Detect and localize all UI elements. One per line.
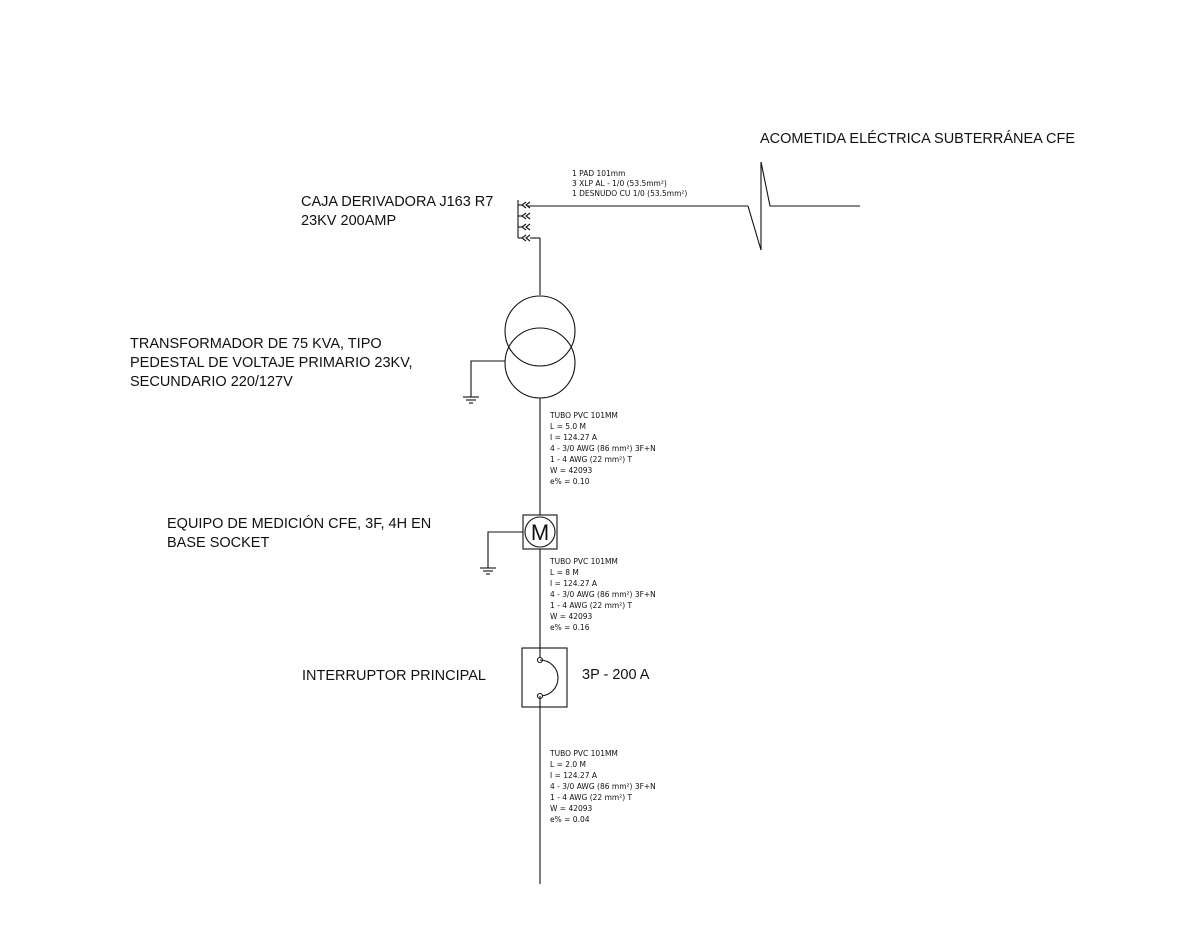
cable-spec-line: 3 XLP AL - 1/0 (53.5mm²) <box>572 179 667 188</box>
tramo-spec-line: e% = 0.16 <box>550 623 590 632</box>
acometida-label: ACOMETIDA ELÉCTRICA SUBTERRÁNEA CFE <box>760 130 1075 147</box>
tramo-spec-line: I = 124.27 A <box>550 433 598 442</box>
tramo-spec-line: I = 124.27 A <box>550 771 598 780</box>
tramo-spec-line: 4 - 3/0 AWG (86 mm²) 3F+N <box>550 590 656 599</box>
caja-derivadora-label-2: 23KV 200AMP <box>301 213 396 229</box>
tramo-spec-line: L = 5.0 M <box>550 422 586 431</box>
tramo-spec-line: 4 - 3/0 AWG (86 mm²) 3F+N <box>550 444 656 453</box>
tramo-spec-line: W = 42093 <box>550 466 593 475</box>
tramo-spec-line: 1 - 4 AWG (22 mm²) T <box>550 455 633 464</box>
transformador-label-2: PEDESTAL DE VOLTAJE PRIMARIO 23KV, <box>130 355 413 371</box>
cable-spec-line: 1 PAD 101mm <box>572 169 625 178</box>
medicion-label-1: EQUIPO DE MEDICIÓN CFE, 3F, 4H EN <box>167 515 431 532</box>
breaker-symbol <box>521 647 568 708</box>
tramo-spec-line: TUBO PVC 101MM <box>549 749 618 758</box>
tramo-1-spec: TUBO PVC 101MM L = 5.0 M I = 124.27 A 4 … <box>549 411 656 486</box>
tramo-spec-line: e% = 0.04 <box>550 815 590 824</box>
medicion-label-2: BASE SOCKET <box>167 535 269 551</box>
meter-letter: M <box>531 520 549 545</box>
transformer-ground-icon <box>463 360 505 404</box>
service-break-symbol <box>747 161 860 251</box>
tramo-spec-line: e% = 0.10 <box>550 477 590 486</box>
meter-ground-icon <box>480 531 523 575</box>
cable-spec-line: 1 DESNUDO CU 1/0 (53.5mm²) <box>572 189 687 198</box>
tramo-spec-line: TUBO PVC 101MM <box>549 557 618 566</box>
tramo-spec-line: L = 2.0 M <box>550 760 586 769</box>
tramo-3-spec: TUBO PVC 101MM L = 2.0 M I = 124.27 A 4 … <box>549 749 656 824</box>
tramo-spec-line: 4 - 3/0 AWG (86 mm²) 3F+N <box>550 782 656 791</box>
transformer-symbol <box>504 295 576 399</box>
interruptor-rating: 3P - 200 A <box>582 667 650 683</box>
tramo-spec-line: 1 - 4 AWG (22 mm²) T <box>550 793 633 802</box>
caja-derivadora-symbol <box>517 200 531 242</box>
tramo-spec-line: I = 124.27 A <box>550 579 598 588</box>
caja-derivadora-label-1: CAJA DERIVADORA J163 R7 <box>301 194 493 210</box>
transformador-label-1: TRANSFORMADOR DE 75 KVA, TIPO <box>130 336 382 352</box>
tramo-spec-line: L = 8 M <box>550 568 579 577</box>
tramo-spec-line: W = 42093 <box>550 804 593 813</box>
transformador-label-3: SECUNDARIO 220/127V <box>130 374 293 390</box>
acometida-cable-spec: 1 PAD 101mm 3 XLP AL - 1/0 (53.5mm²) 1 D… <box>572 169 687 198</box>
meter-symbol: M <box>522 514 558 550</box>
interruptor-label: INTERRUPTOR PRINCIPAL <box>302 668 486 684</box>
tramo-2-spec: TUBO PVC 101MM L = 8 M I = 124.27 A 4 - … <box>549 557 656 632</box>
tramo-spec-line: 1 - 4 AWG (22 mm²) T <box>550 601 633 610</box>
tramo-spec-line: TUBO PVC 101MM <box>549 411 618 420</box>
tramo-spec-line: W = 42093 <box>550 612 593 621</box>
